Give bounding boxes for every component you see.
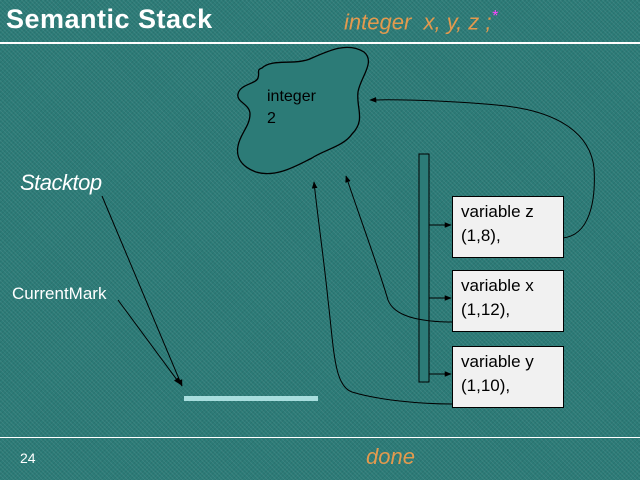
declaration-text: integer x, y, z ;	[344, 9, 492, 35]
stacktop-label: Stacktop	[20, 170, 102, 195]
type-descriptor: integer 2	[267, 86, 316, 130]
currentmark-label: CurrentMark	[12, 284, 107, 303]
type-size: 2	[267, 110, 276, 127]
stack-entry-x: variable x (1,12),	[452, 270, 564, 332]
entry-kind: variable z	[461, 202, 534, 221]
current-mark-bar	[184, 396, 318, 401]
entry-address: (1,12),	[461, 300, 511, 319]
footer-divider	[0, 437, 640, 438]
slide-title: Semantic Stack	[6, 4, 213, 34]
stack-entry-z: variable z (1,8),	[452, 196, 564, 258]
entry-kind: variable y	[461, 352, 534, 371]
type-pointer-z	[369, 97, 595, 239]
title-divider	[0, 42, 640, 44]
cloud-shape	[236, 46, 370, 175]
current-position-marker: *	[491, 8, 498, 25]
page-number: 24	[20, 450, 36, 466]
type-pointer-y	[311, 181, 453, 405]
stack-column	[418, 153, 430, 383]
stacktop-arrow	[101, 195, 183, 387]
entry-address: (1,10),	[461, 376, 511, 395]
type-pointer-x	[345, 175, 455, 323]
entry-address: (1,8),	[461, 226, 501, 245]
footer-status: done	[366, 444, 415, 469]
stack-entry-y: variable y (1,10),	[452, 346, 564, 408]
currentmark-arrow	[117, 299, 181, 385]
declaration-code: integer x, y, z ;*	[344, 8, 498, 35]
type-name: integer	[267, 88, 316, 105]
entry-kind: variable x	[461, 276, 534, 295]
